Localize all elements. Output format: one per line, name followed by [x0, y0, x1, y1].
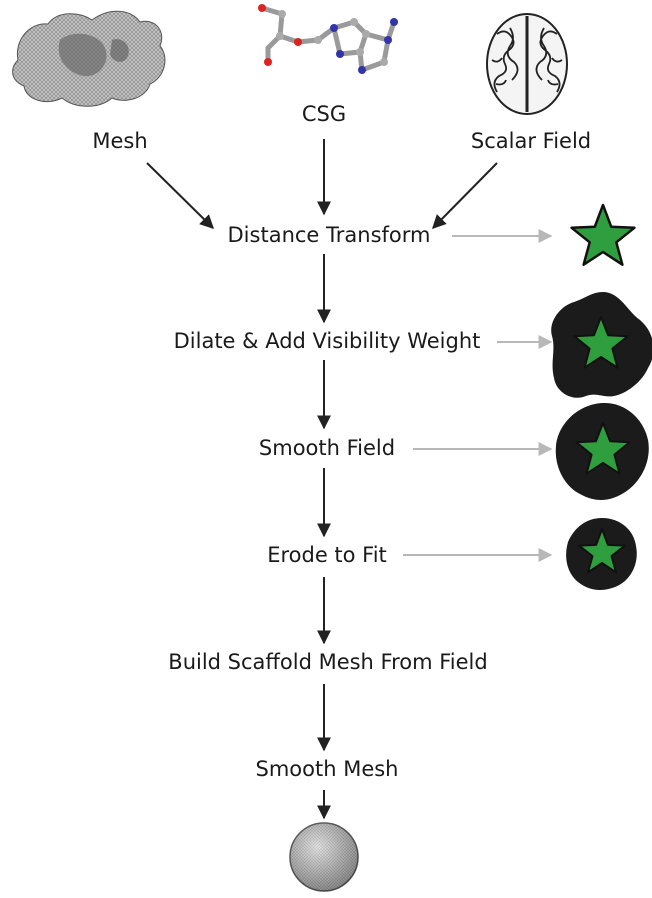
green-star-icon	[570, 203, 636, 266]
arrow-scalar-to-distance	[432, 162, 498, 229]
eroded-star-icon	[566, 518, 637, 590]
brain-image	[486, 13, 568, 115]
step-smooth-field: Smooth Field	[258, 436, 396, 460]
input-label-csg: CSG	[301, 102, 347, 126]
step-smooth-mesh: Smooth Mesh	[255, 757, 399, 781]
input-label-scalar-field: Scalar Field	[470, 129, 592, 153]
sphere-mesh-image	[289, 822, 359, 892]
step-erode-to-fit: Erode to Fit	[267, 543, 387, 567]
step-distance-transform: Distance Transform	[227, 223, 431, 247]
arrow-mesh-to-distance	[146, 162, 214, 229]
input-label-mesh: Mesh	[92, 129, 148, 153]
protein-mesh-image	[12, 10, 166, 107]
step-dilate-visibility: Dilate & Add Visibility Weight	[173, 329, 481, 353]
step-build-scaffold-mesh: Build Scaffold Mesh From Field	[168, 650, 488, 674]
smoothed-star-icon	[555, 402, 649, 500]
molecule-ball-stick-image	[258, 4, 398, 74]
dilated-star-icon	[551, 292, 652, 398]
